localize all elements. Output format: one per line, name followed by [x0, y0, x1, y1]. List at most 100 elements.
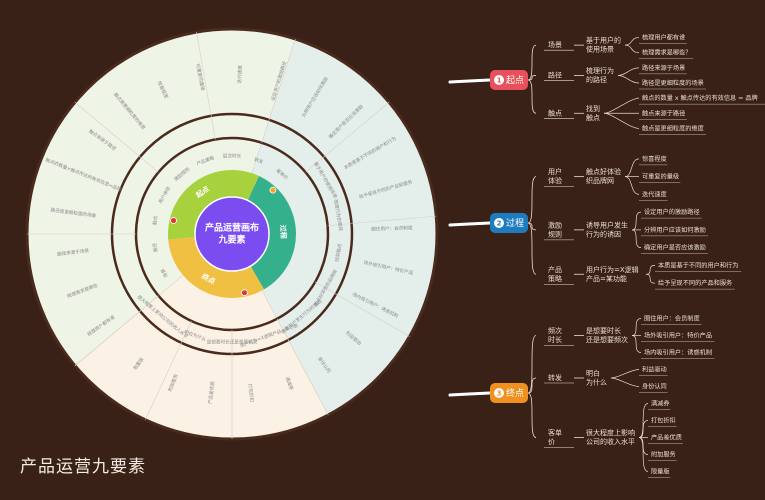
segment-label: 过程	[279, 225, 289, 239]
node-label: 价	[548, 438, 555, 446]
leaf-label: 触点是更细粒度的维度	[642, 124, 704, 132]
mid-label: 是想要时长	[586, 326, 621, 335]
leaf-link	[631, 211, 642, 231]
outer-label: 满减券	[284, 376, 296, 392]
branch-link	[527, 222, 537, 231]
badge-number: 3	[497, 390, 502, 398]
leaf-label: 惊喜程度	[642, 155, 667, 163]
badge-number: 2	[497, 220, 502, 228]
divider-line	[196, 32, 216, 140]
node-label: 场景	[548, 40, 562, 49]
branch-connector	[448, 391, 492, 397]
badge-number: 1	[497, 77, 502, 85]
mid-label: 梳理行为	[586, 66, 614, 75]
branch-badge	[490, 213, 528, 233]
node-label: 策略	[548, 274, 562, 283]
badge-number-circle	[494, 75, 504, 85]
leaf-link	[603, 112, 640, 129]
branch-badge	[490, 383, 528, 403]
divider-line	[327, 215, 437, 226]
mid-label: 为什么	[586, 378, 607, 387]
sunburst-sector-bg	[74, 234, 329, 439]
branch-label: 终点	[506, 387, 524, 399]
mid-label: 触点	[586, 113, 600, 122]
mid-label: 基于用户的	[586, 36, 621, 45]
page-title: 产品运营九要素	[20, 457, 146, 477]
mid-label: 的路径	[586, 75, 607, 84]
outer-label: 打包折扣	[246, 383, 255, 402]
divider-line	[314, 281, 410, 337]
branch-link	[527, 79, 537, 114]
mid-label: 触点好体验	[586, 167, 621, 176]
node-label: 客单	[548, 428, 562, 437]
mid-label: 诱导用户发生	[586, 220, 628, 229]
leaf-label: 梳理用户都有谁	[642, 34, 685, 42]
leaf-label: 满减券	[651, 400, 670, 408]
branch-link	[527, 176, 537, 224]
outer-label: 圈住用户：会员制度	[371, 224, 413, 232]
center-circle-border	[194, 196, 270, 272]
leaf-link	[624, 176, 640, 195]
divider-line	[261, 38, 296, 143]
leaf-label: 可重复的量级	[642, 173, 679, 181]
leaf-label: 设定用户的激励路径	[644, 208, 700, 216]
node-label: 用户	[548, 167, 562, 176]
leaf-label: 确定用户是否应该激励	[644, 244, 706, 252]
leaf-label: 触点来源于路径	[642, 109, 685, 117]
leaf-label: 路径是更细粒度的场景	[642, 79, 704, 87]
leaf-label: 场内吸引用户：诱惑机制	[644, 349, 712, 357]
segment-dot	[170, 217, 177, 224]
mid-label: 织品牌网	[586, 176, 614, 185]
branch-link	[527, 377, 537, 394]
leaf-link	[631, 318, 642, 336]
ring-label: 转发	[253, 156, 264, 166]
segment-dot	[269, 186, 277, 194]
center-subtitle: 九要素	[217, 234, 245, 246]
node-label: 频次	[548, 326, 562, 335]
leaf-link	[617, 75, 640, 84]
node-label: 路径	[548, 70, 562, 79]
node-label: 触点	[548, 108, 562, 117]
branch-connector	[448, 221, 492, 227]
leaf-label: 梳理需求是哪些？	[642, 49, 692, 57]
leaf-label: 路径来源于场景	[642, 64, 685, 72]
node-label: 产品	[548, 265, 562, 274]
leaf-label: 打包折扣	[651, 417, 676, 425]
outer-label: 路径来源于场景	[57, 247, 90, 258]
leaf-link	[638, 403, 649, 438]
leaf-label: 给予呈现不同的产品和服务	[658, 279, 732, 287]
divider-line	[74, 101, 159, 173]
branch-badge	[490, 70, 528, 90]
leaf-link	[631, 229, 642, 248]
center-circle	[195, 197, 269, 271]
node-label: 规则	[548, 229, 562, 238]
divider-line	[74, 295, 159, 367]
branch-label: 起点	[506, 75, 524, 86]
leaf-link	[638, 437, 649, 455]
branch-link	[527, 335, 537, 394]
ring-label: 找到触点	[333, 243, 343, 263]
mid-label: 明白	[586, 369, 600, 378]
branch-link	[527, 75, 537, 81]
outer-label: 产品差优质	[206, 380, 216, 404]
mid-label: 找到	[586, 104, 600, 113]
leaf-link	[610, 369, 640, 379]
branch-connector	[448, 78, 492, 84]
leaf-label: 身份认同	[642, 383, 667, 391]
ring-label: 路径	[151, 242, 160, 253]
leaf-link	[645, 265, 656, 275]
node-label: 转发	[548, 373, 562, 382]
branch-label: 过程	[506, 217, 524, 229]
mid-label: 行为的诱因	[586, 229, 621, 238]
mid-label: 产品=某功能	[586, 274, 627, 283]
badge-number-circle	[494, 218, 504, 228]
leaf-label: 产品差优质	[651, 434, 682, 442]
leaf-link	[645, 273, 656, 284]
leaf-link	[617, 67, 640, 76]
center-title: 产品运营画布	[205, 222, 259, 234]
divider-line	[276, 318, 329, 416]
leaf-label: 圈住用户：会员制度	[644, 315, 700, 323]
leaf-link	[624, 44, 640, 54]
ring-label: 场景	[159, 267, 170, 279]
